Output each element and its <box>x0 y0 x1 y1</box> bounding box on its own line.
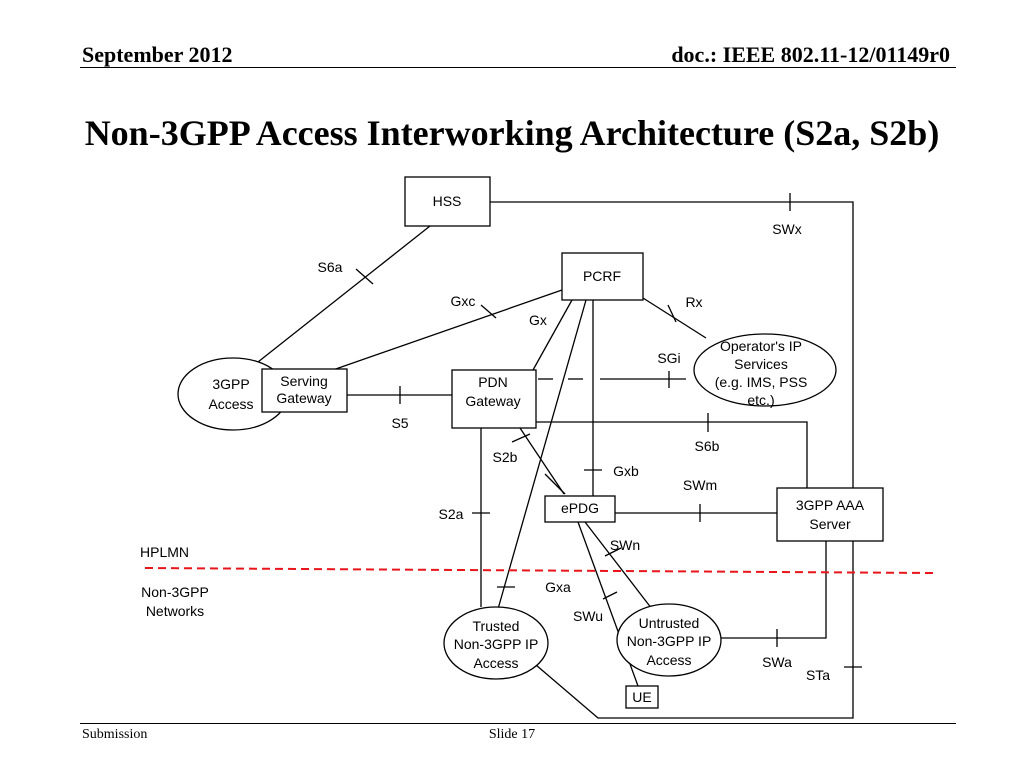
trusted-label-3: Access <box>473 655 518 671</box>
tick-s2b-lower <box>544 473 566 495</box>
s2b-label: S2b <box>493 449 518 465</box>
access-3gpp-label-1: 3GPP <box>212 376 249 392</box>
gxc-label: Gxc <box>451 293 476 309</box>
non3gpp-label-2: Networks <box>146 603 204 619</box>
untrusted-label-2: Non-3GPP IP <box>627 633 712 649</box>
serving-gateway-label-2: Gateway <box>276 390 331 406</box>
footer-submission: Submission <box>82 727 148 742</box>
epdg-box <box>544 495 616 523</box>
non3gpp-label-1: Non-3GPP <box>141 584 209 600</box>
aaa-server-label-1: 3GPP AAA <box>796 497 865 513</box>
node-labels: HSS PCRF 3GPP Access Serving Gateway PDN… <box>208 193 864 705</box>
ue-box <box>625 685 659 709</box>
link-sta <box>535 541 854 719</box>
s5-label: S5 <box>391 415 408 431</box>
operator-ip-label-4: etc.) <box>747 392 774 408</box>
header-doc-id: doc.: IEEE 802.11-12/01149r0 <box>671 42 950 67</box>
tick-s2b <box>511 433 531 443</box>
tick-rx <box>667 304 677 323</box>
link-gxa <box>497 299 587 610</box>
hss-label: HSS <box>433 193 462 209</box>
tick-s6a <box>355 268 374 285</box>
swm-label: SWm <box>683 477 717 493</box>
slide-title: Non-3GPP Access Interworking Architectur… <box>84 113 940 153</box>
link-s2b <box>519 427 565 495</box>
tick-gxc <box>480 304 497 319</box>
trusted-ellipse <box>443 606 549 680</box>
link-gx <box>532 299 573 371</box>
untrusted-label-3: Access <box>646 652 691 668</box>
pdn-gateway-label-2: Gateway <box>465 393 520 409</box>
aaa-server-box <box>776 487 884 542</box>
untrusted-ellipse <box>616 603 722 677</box>
link-swa <box>720 541 827 639</box>
connector-lines <box>257 201 854 719</box>
gxb-label: Gxb <box>613 463 639 479</box>
interface-labels: SWx S6a Gxc Gx Rx SGi S5 S6b S2b Gxb SWm… <box>318 221 831 683</box>
swa-label: SWa <box>762 654 792 670</box>
trusted-label-2: Non-3GPP IP <box>454 636 539 652</box>
link-s6b <box>536 421 808 488</box>
epdg-label: ePDG <box>561 500 599 516</box>
s2a-label: S2a <box>439 506 464 522</box>
pdn-gateway-box <box>451 369 537 429</box>
zone-labels: HPLMN Non-3GPP Networks <box>140 544 209 619</box>
footer-rule <box>80 723 956 724</box>
aaa-server-label-2: Server <box>809 516 851 532</box>
serving-gateway-box <box>261 368 348 413</box>
link-s6a <box>257 225 431 363</box>
swu-label: SWu <box>573 608 603 624</box>
serving-gateway-label-1: Serving <box>280 373 327 389</box>
sgi-label: SGi <box>657 350 680 366</box>
ue-label: UE <box>632 689 651 705</box>
link-swn <box>584 521 653 610</box>
s6b-label: S6b <box>695 438 720 454</box>
link-gxc <box>329 289 563 372</box>
header-rule <box>80 67 956 68</box>
link-swx <box>490 201 854 490</box>
sta-label: STa <box>806 667 830 683</box>
pcrf-box <box>561 252 644 301</box>
operator-ip-label-1: Operator's IP <box>720 338 802 354</box>
footer-slide-number: Slide 17 <box>488 727 536 742</box>
gxa-label: Gxa <box>545 579 571 595</box>
tick-swn <box>604 547 622 557</box>
trusted-label-1: Trusted <box>473 618 520 634</box>
swx-label: SWx <box>772 221 802 237</box>
hss-box <box>404 176 491 227</box>
header-date: September 2012 <box>82 42 233 67</box>
gx-label: Gx <box>529 312 547 328</box>
hplmn-label: HPLMN <box>140 544 189 560</box>
pcrf-label: PCRF <box>583 268 621 284</box>
operator-ip-ellipse <box>693 333 837 407</box>
swn-label: SWn <box>610 537 640 553</box>
access-3gpp-label-2: Access <box>208 396 253 412</box>
rx-label: Rx <box>685 294 702 310</box>
hplmn-boundary <box>144 567 934 574</box>
s6a-label: S6a <box>318 259 343 275</box>
operator-ip-label-2: Services <box>734 356 788 372</box>
operator-ip-label-3: (e.g. IMS, PSS <box>715 374 808 390</box>
interface-ticks <box>355 193 862 668</box>
untrusted-label-1: Untrusted <box>639 615 700 631</box>
pdn-gateway-label-1: PDN <box>478 374 508 390</box>
tick-swu <box>602 591 618 600</box>
